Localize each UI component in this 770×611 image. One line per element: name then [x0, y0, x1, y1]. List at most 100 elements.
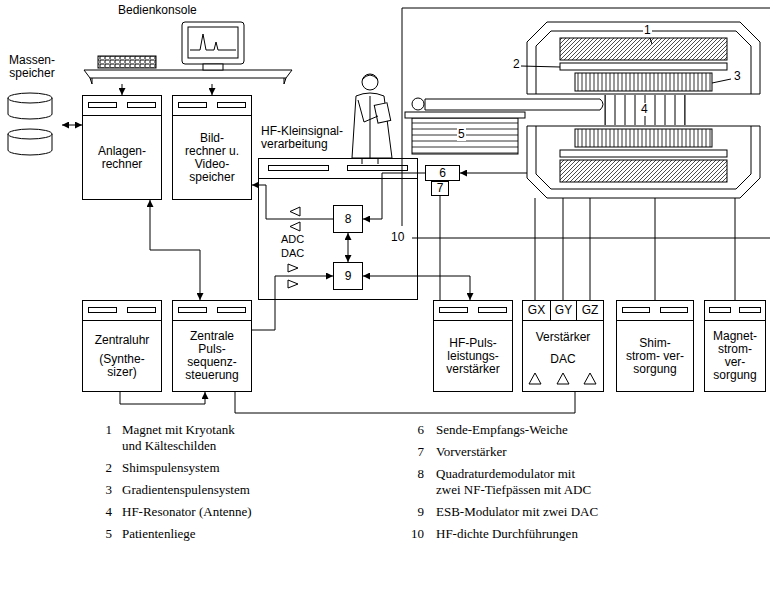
magnet-drawing-part [560, 160, 727, 182]
converter-symbols-part [288, 264, 298, 272]
connector [563, 198, 564, 300]
connector [252, 276, 333, 330]
drive-slot [268, 165, 328, 171]
console-drawing-part [90, 78, 286, 84]
power-supply-box-text: Magnet- strom- ver- sorgung [711, 330, 759, 382]
connector [363, 276, 470, 300]
drive-slot [622, 307, 651, 313]
doctor-drawing-part [374, 103, 390, 123]
console-drawing-part [203, 64, 223, 70]
drive-slot [127, 102, 157, 108]
magnet-drawing-part [536, 31, 751, 94]
shield-frame-part [412, 238, 770, 239]
rf-amplifier-box: HF-Puls- leistungs- verstärker [433, 300, 513, 392]
drive-strip [83, 96, 161, 116]
connector [440, 196, 441, 300]
drive-slot [217, 102, 247, 108]
list-number: 3 [94, 482, 112, 498]
patient-table-drawing-part [405, 112, 525, 118]
signal-processing-box-text: HF-Kleinsignal- verarbeitung [261, 125, 391, 151]
sequencer-box-text: Zentrale Puls- sequenz- steuerung [179, 330, 245, 382]
shield-frame [402, 8, 770, 238]
connector [212, 84, 213, 95]
drive-slot [178, 102, 208, 108]
disk-drawing-part [8, 129, 52, 139]
magnet-drawing-part [560, 150, 727, 157]
drive-slot [127, 307, 157, 313]
drive-strip [173, 96, 251, 116]
list-number: 10 [402, 526, 424, 542]
callout-number: 5 [457, 127, 466, 141]
list-text: ESB-Modulator mit zwei DAC [436, 504, 598, 520]
drive-slot [88, 307, 118, 313]
sequencer-box: Zentrale Puls- sequenz- steuerung [172, 300, 252, 392]
magnet-drawing-part [527, 126, 760, 198]
drive-slot [217, 307, 247, 313]
list-number: 9 [402, 504, 424, 520]
converter-label: DAC [281, 247, 304, 260]
magnet-drawing-part [575, 129, 712, 147]
list-text: Sende-Empfangs-Weiche [436, 422, 568, 438]
converter-symbols-part [584, 373, 596, 384]
gradient-amplifier-box: GXGYGZVerstärkerDAC [522, 300, 604, 392]
list-number: 4 [94, 504, 112, 520]
switch-box: 6 [425, 165, 460, 181]
magnet-text: 4 [640, 103, 649, 116]
converter-symbols-part [557, 373, 569, 384]
magnet-drawing-part [605, 95, 685, 125]
module-box-text: 9 [340, 270, 356, 283]
doctor-drawing-part [352, 93, 392, 158]
drive-slot [709, 307, 732, 313]
drive-strip [434, 301, 512, 321]
gradient-amplifier-box-text: GZ [577, 304, 603, 317]
list-text: HF-Resonator (Antenne) [122, 504, 252, 520]
converter-symbols-part [290, 207, 300, 216]
preamp-box-text: 7 [433, 182, 447, 195]
console-drawing-part [188, 27, 238, 58]
doctor-drawing [352, 74, 392, 164]
magnet-drawing-part [527, 94, 760, 126]
magnet: 1234 [527, 20, 760, 198]
clock-box: Zentraluhr(Synthe- sizer) [82, 300, 162, 392]
callout-number: 10 [391, 230, 404, 244]
drive-strip [617, 301, 693, 321]
console-drawing-part [182, 22, 244, 64]
list-text: Quadraturdemodulator mit zwei NF-Tiefpäs… [436, 466, 600, 498]
gradient-amplifier-box-text: GY [550, 304, 577, 317]
list-text: Shimspulensystem [122, 460, 220, 476]
connector [120, 392, 205, 404]
console-drawing [84, 22, 292, 84]
disk-drawing [8, 93, 52, 155]
module-box: 8 [333, 205, 363, 233]
magnet-drawing-part [560, 38, 727, 60]
mass-storage-text: Massen- speicher [2, 54, 62, 80]
module-box: 9 [333, 262, 363, 290]
doctor-drawing-part [362, 74, 378, 90]
converter-label: ADC [281, 233, 304, 246]
list-text: Vorverstärker [436, 444, 507, 460]
channel-divider [550, 301, 551, 320]
magnet-text: 1 [643, 24, 652, 37]
operator-console-text: Bedienkonsole [118, 4, 228, 17]
list-text: HF-dichte Durchführungen [436, 526, 578, 542]
connector [348, 233, 349, 262]
magnet-drawing-part [575, 73, 712, 91]
magnet-text: 2 [512, 58, 521, 71]
computer-box: Anlagen- rechner [82, 95, 162, 200]
magnet-drawing-part [605, 95, 685, 125]
rf-amplifier-box-text: HF-Puls- leistungs- verstärker [440, 337, 506, 376]
gradient-amplifier-box-text: DAC [523, 353, 603, 366]
computer-box-text: Anlagen- rechner [89, 145, 155, 171]
switch-box-text: 6 [427, 167, 458, 180]
connector [62, 125, 82, 126]
computer-box-text: Bild- rechner u. Video- speicher [184, 132, 240, 184]
magnet-drawing-part [560, 63, 727, 70]
power-supply-box: Shim- strom- ver- sorgung [616, 300, 694, 392]
power-supply-box-text: Shim- strom- ver- sorgung [623, 337, 687, 376]
drive-slot [88, 102, 118, 108]
clock-box-text: Zentraluhr [89, 334, 155, 347]
list-number: 1 [94, 422, 112, 438]
connector [590, 198, 591, 300]
drive-strip [173, 301, 251, 321]
